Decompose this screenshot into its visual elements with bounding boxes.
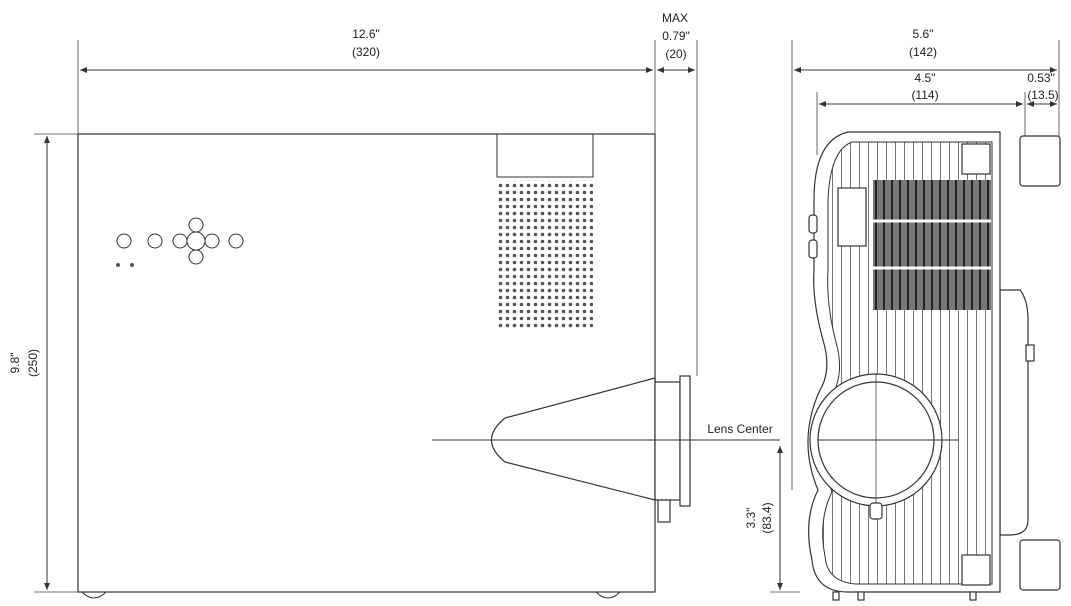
front-grille bbox=[873, 180, 991, 310]
side-vent bbox=[497, 180, 593, 328]
feet-depth-mm-label: (13.5) bbox=[1027, 88, 1058, 102]
foot-pin bbox=[857, 591, 865, 601]
control-panel bbox=[116, 217, 244, 267]
side-button bbox=[808, 239, 818, 259]
body-depth-inch-label: 4.5" bbox=[915, 71, 936, 85]
menu-button bbox=[147, 233, 163, 249]
top-handle bbox=[496, 133, 594, 178]
foot-pin bbox=[969, 591, 977, 601]
lens-max-mm-label: (20) bbox=[665, 47, 686, 61]
rear-bottom-foot bbox=[1019, 539, 1061, 591]
rear-panel bbox=[999, 289, 1029, 536]
lens-max-label: MAX bbox=[662, 11, 688, 25]
bottom-corner-block bbox=[961, 554, 991, 586]
lens-max-inch-label: 0.79" bbox=[662, 29, 690, 43]
lens-barrel bbox=[654, 381, 681, 501]
top-corner-block bbox=[961, 143, 991, 175]
foot-pin bbox=[832, 591, 840, 601]
body-depth-mm-label: (114) bbox=[911, 88, 938, 102]
height-mm-label: (250) bbox=[26, 349, 40, 377]
front-view: 5.6" (142) 4.5" (114) 0.53" (13.5) 3.3" … bbox=[744, 27, 1061, 601]
enter-button bbox=[186, 231, 206, 251]
lens-height-mm-label: (83.4) bbox=[760, 502, 774, 533]
indicator-led bbox=[130, 263, 134, 267]
input-button bbox=[228, 233, 244, 249]
lens-center-label: Lens Center bbox=[707, 422, 772, 436]
lens-cone bbox=[490, 377, 656, 501]
indicator-led bbox=[116, 263, 120, 267]
width-mm-label: (320) bbox=[352, 45, 380, 59]
rear-top-foot bbox=[1019, 135, 1061, 187]
power-button bbox=[116, 233, 132, 249]
width-inch-label: 12.6" bbox=[352, 27, 380, 41]
rear-jack bbox=[1025, 344, 1035, 362]
lens-ring bbox=[679, 375, 691, 507]
rear-foot bbox=[595, 591, 621, 599]
side-view: 12.6" (320) MAX 0.79" (20) 9.8" (250) bbox=[8, 11, 780, 599]
feet-depth-inch-label: 0.53" bbox=[1027, 71, 1055, 85]
total-depth-inch-label: 5.6" bbox=[913, 27, 934, 41]
lens-height-inch-label: 3.3" bbox=[744, 508, 758, 529]
lens-tab bbox=[869, 502, 883, 520]
height-inch-label: 9.8" bbox=[8, 353, 22, 374]
total-depth-mm-label: (142) bbox=[909, 45, 937, 59]
lens-knob bbox=[657, 499, 671, 523]
sensor-window bbox=[837, 187, 867, 247]
front-foot bbox=[81, 591, 107, 599]
side-button bbox=[808, 214, 818, 234]
